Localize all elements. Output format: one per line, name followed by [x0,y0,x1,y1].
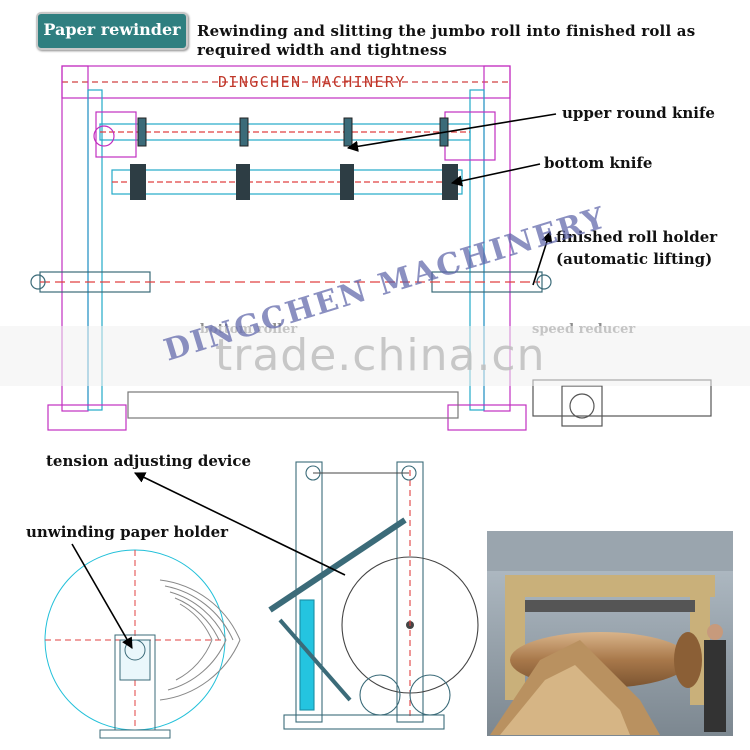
tension-device-drawing [268,461,479,730]
upper-knife-shaft [93,111,496,161]
finished-roll-holders [30,271,552,293]
arrow-unwinding-paper-holder [71,543,133,649]
label-upper-round-knife: upper round knife [562,104,715,122]
title-badge: Paper rewinder [36,12,188,50]
header-description: Rewinding and slitting the jumbo roll in… [197,22,696,59]
label-bottom-knife: bottom knife [544,154,653,172]
label-tension-adjusting-device: tension adjusting device [46,452,252,470]
machine-photo [487,531,733,736]
arrow-tension-adjusting-device [133,472,346,576]
arrow-bottom-knife [450,163,541,187]
watermark-site: trade.china.cn [215,330,546,381]
arrow-upper-round-knife [346,113,557,152]
bottom-knife-shaft [111,169,463,195]
callout-arrows [71,113,557,649]
product-photo [487,531,733,736]
watermark-band [0,326,750,386]
arrow-finished-roll-holder [532,230,553,286]
drawing-brand-label: DINGCHEN MACHINERY [218,73,406,91]
label-finished-roll-holder: finished roll holder [556,228,718,246]
unwind-roll-drawing [44,549,241,739]
title-badge-label: Paper rewinder [43,20,181,39]
label-unwinding-paper-holder: unwinding paper holder [26,523,229,541]
bottom-knives [130,164,458,200]
label-automatic-lifting: (automatic lifting) [556,250,713,268]
